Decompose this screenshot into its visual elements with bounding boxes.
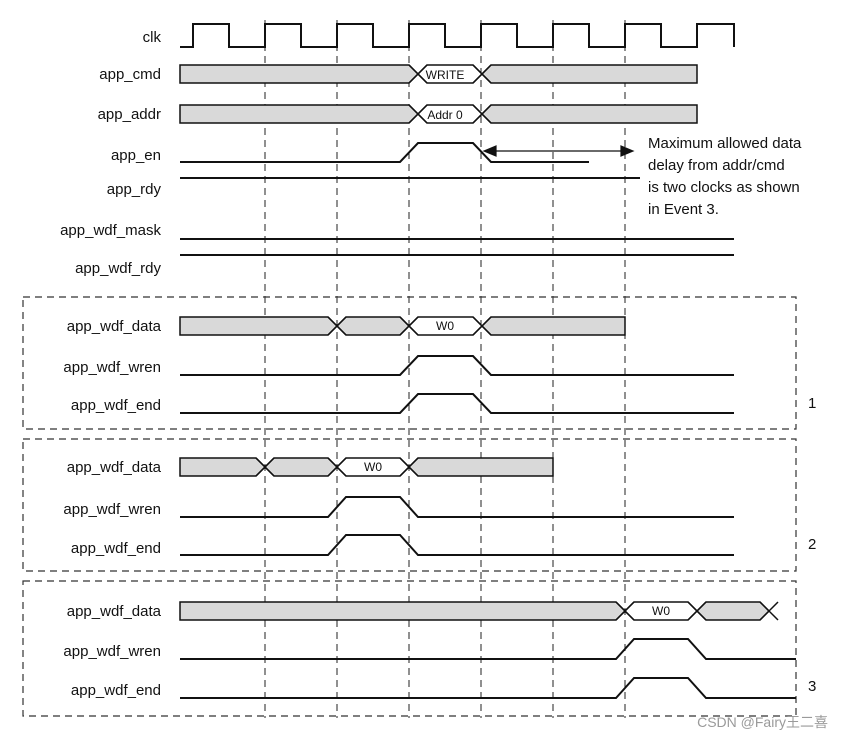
event-2-wren-label: app_wdf_wren [63, 501, 161, 518]
event-2-wren-waveform [180, 496, 734, 518]
app-cmd-bus-segment [480, 64, 698, 84]
app-addr-bus-segment [480, 104, 698, 124]
event-2-data-value: W0 [364, 460, 382, 474]
delay-note-line: Maximum allowed data [648, 135, 802, 152]
event-3-data-value: W0 [652, 604, 670, 618]
app-wdf-rdy-label: app_wdf_rdy [75, 260, 161, 277]
delay-note-line: is two clocks as shown [648, 179, 800, 196]
clk-waveform [180, 23, 735, 48]
event-1-data-value: W0 [436, 319, 454, 333]
event-3-wren-waveform [180, 638, 796, 660]
event-3-box [22, 580, 797, 717]
app-cmd-bus-segment [179, 64, 420, 84]
event-2-end-waveform [180, 534, 734, 556]
app-addr-bus-segment [179, 104, 420, 124]
app-cmd-value: WRITE [426, 68, 465, 82]
delay-note-line: delay from addr/cmd [648, 157, 785, 174]
event-3-wren-label: app_wdf_wren [63, 643, 161, 660]
event-3-number: 3 [808, 678, 816, 695]
event-1-end-waveform [180, 393, 734, 414]
event-3-end-waveform [180, 677, 796, 699]
app-addr-label: app_addr [98, 106, 161, 123]
event-2-box [22, 438, 797, 572]
event-3-data-label: app_wdf_data [67, 603, 162, 620]
event-1-wren-label: app_wdf_wren [63, 359, 161, 376]
event-1-end-label: app_wdf_end [71, 397, 161, 414]
event-2-number: 2 [808, 536, 816, 553]
delay-arrow [482, 145, 635, 157]
event-2-end-label: app_wdf_end [71, 540, 161, 557]
watermark: CSDN @Fairy王二喜 [697, 714, 828, 730]
event-3-data-bus [179, 601, 779, 621]
app-rdy-label: app_rdy [107, 181, 162, 198]
delay-note: Maximum allowed data delay from addr/cmd… [648, 135, 802, 218]
event-2-data-bus [179, 457, 554, 477]
app-en-waveform [180, 142, 589, 163]
event-1-box [22, 296, 797, 430]
event-3-end-label: app_wdf_end [71, 682, 161, 699]
event-boxes [22, 296, 797, 717]
app-en-label: app_en [111, 147, 161, 164]
event-1-data-label: app_wdf_data [67, 318, 162, 335]
event-1-wren-waveform [180, 355, 734, 376]
event-1-number: 1 [808, 395, 816, 412]
clk-label: clk [143, 29, 162, 46]
app-wdf-mask-label: app_wdf_mask [60, 222, 161, 239]
event-1-data-bus [179, 316, 626, 336]
delay-note-line: in Event 3. [648, 201, 719, 218]
app-cmd-label: app_cmd [99, 66, 161, 83]
app-cmd-bus [179, 64, 698, 84]
event-2-data-label: app_wdf_data [67, 459, 162, 476]
app-addr-bus [179, 104, 698, 124]
app-addr-value: Addr 0 [427, 108, 463, 122]
